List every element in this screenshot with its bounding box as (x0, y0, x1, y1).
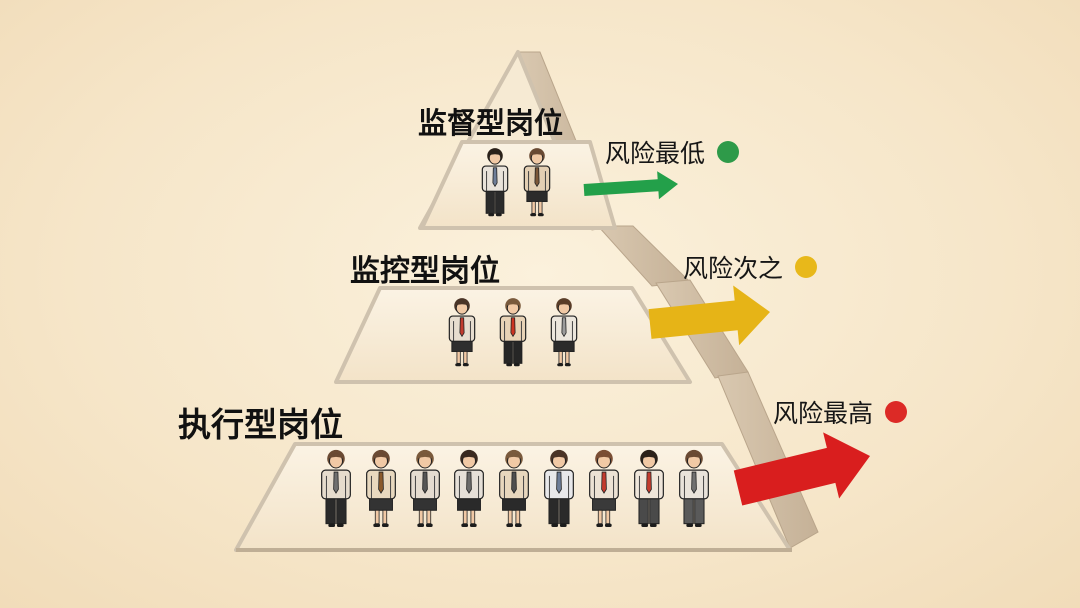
arrow-right-icon (583, 171, 678, 200)
pyramid-base-shadow (236, 548, 792, 552)
risk-text-medium: 风险次之 (683, 254, 784, 283)
person-icon (499, 449, 529, 528)
person-icon (523, 148, 551, 217)
person-icon (481, 148, 509, 217)
risk-text-lowest: 风险最低 (605, 139, 706, 168)
side-face-2 (596, 225, 692, 287)
person-icon (366, 449, 396, 528)
people-group (321, 148, 709, 528)
tier-label-supervisory: 监督型岗位 (418, 106, 564, 140)
person-icon (550, 298, 578, 367)
person-icon (410, 449, 440, 528)
risk-label-highest: 风险最高 (773, 394, 908, 430)
person-icon (448, 298, 476, 367)
tier-label-execution: 执行型岗位 (178, 405, 343, 444)
tier-band-supervisory (420, 140, 617, 230)
person-icon (634, 449, 664, 528)
person-icon (679, 449, 709, 528)
status-dot-icon (795, 256, 818, 278)
arrow-right-icon (648, 285, 770, 346)
person-icon (544, 449, 574, 528)
person-icon (321, 449, 351, 528)
risk-label-medium: 风险次之 (683, 249, 818, 285)
person-icon (589, 449, 619, 528)
tier-label-monitoring: 监控型岗位 (350, 254, 500, 289)
arrow-right-icon (733, 432, 870, 506)
status-dot-icon (717, 141, 740, 163)
status-dot-icon (885, 401, 908, 423)
person-icon (454, 449, 484, 528)
risk-text-highest: 风险最高 (773, 399, 874, 428)
risk-label-lowest: 风险最低 (605, 134, 740, 170)
person-icon (499, 298, 527, 367)
risk-arrows (583, 171, 870, 506)
